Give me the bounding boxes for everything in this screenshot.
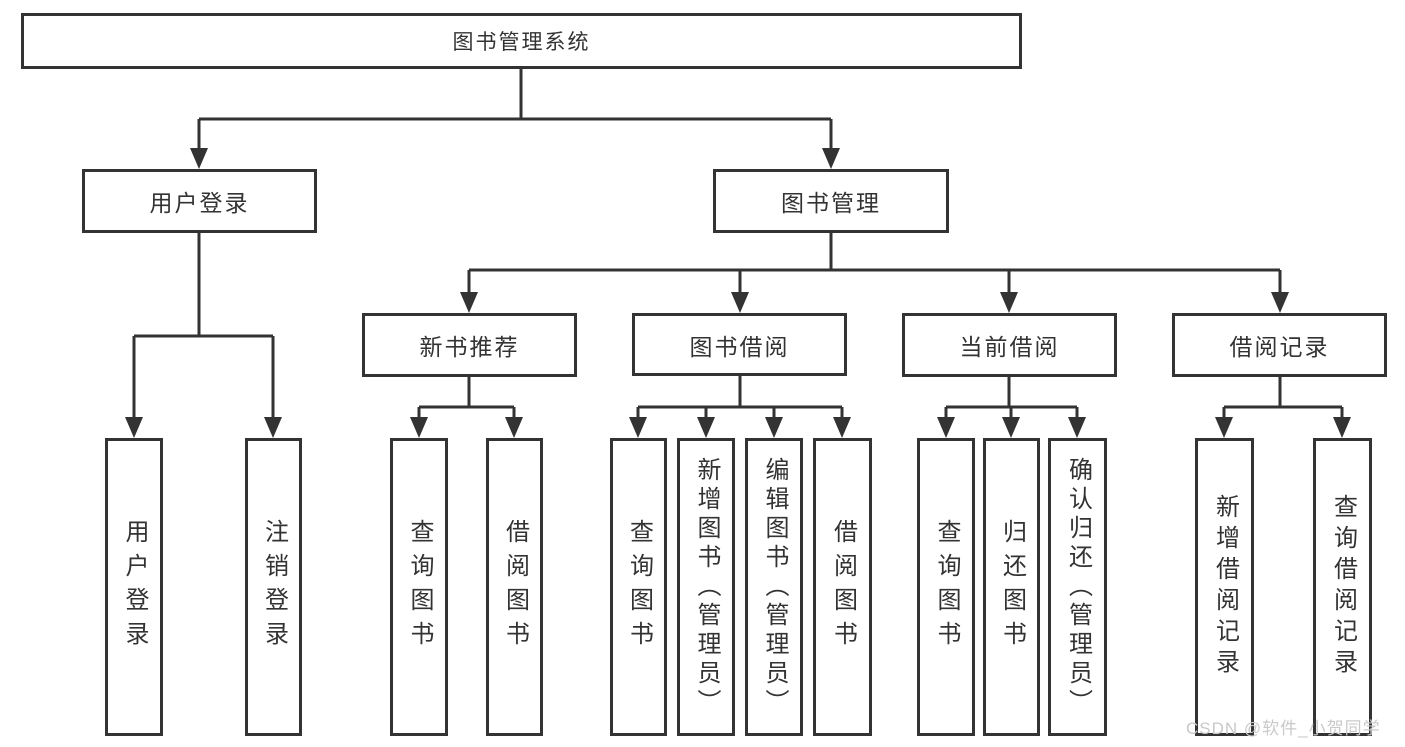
node-new-book-recommend: 新书推荐 <box>362 313 577 377</box>
node-borrowing-records: 借阅记录 <box>1172 313 1387 377</box>
leaf-records-query-borrow-record: 查询借阅记录 <box>1313 438 1372 736</box>
leaf-records-add-borrow-record: 新增借阅记录 <box>1195 438 1254 736</box>
arrowheads <box>125 148 1351 438</box>
leaf-borrow-edit-books-admin: 编辑图书（管理员） <box>745 438 803 736</box>
leaf-logout: 注销登录 <box>245 438 302 736</box>
leaf-newrec-borrow-books: 借阅图书 <box>486 438 543 736</box>
leaf-user-login: 用户登录 <box>105 438 163 736</box>
node-label: 查询图书 <box>406 519 433 655</box>
node-label: 新书推荐 <box>419 334 520 360</box>
node-label: 图书管理 <box>781 190 881 216</box>
node-label: 归还图书 <box>998 519 1026 655</box>
node-label: 新增图书（管理员） <box>693 456 720 718</box>
node-label: 借阅图书 <box>829 519 857 655</box>
node-label: 图书管理系统 <box>452 31 591 54</box>
leaf-borrow-add-books-admin: 新增图书（管理员） <box>677 438 735 736</box>
node-user-login-group: 用户登录 <box>82 169 317 233</box>
node-label: 查询图书 <box>625 519 653 655</box>
node-label: 查询图书 <box>933 519 960 655</box>
csdn-watermark: CSDN @软件_小贺同学 <box>1186 719 1381 738</box>
node-label: 借阅记录 <box>1229 334 1330 360</box>
node-label: 用户登录 <box>149 190 250 216</box>
node-book-management: 图书管理 <box>713 169 949 233</box>
node-label: 新增借阅记录 <box>1211 494 1239 680</box>
node-current-borrowing: 当前借阅 <box>902 313 1117 377</box>
leaf-current-query-books: 查询图书 <box>917 438 975 736</box>
leaf-borrow-query-books: 查询图书 <box>610 438 667 736</box>
node-book-borrowing: 图书借阅 <box>632 313 847 376</box>
node-label: 当前借阅 <box>959 334 1060 360</box>
node-label: 用户登录 <box>121 519 148 655</box>
leaf-borrow-borrow-books: 借阅图书 <box>813 438 872 736</box>
node-label: 编辑图书（管理员） <box>761 456 788 718</box>
node-library-management-system: 图书管理系统 <box>21 13 1022 69</box>
node-label: 查询借阅记录 <box>1329 494 1357 680</box>
node-label: 注销登录 <box>260 519 288 655</box>
node-label: 图书借阅 <box>689 333 790 360</box>
leaf-current-return-books: 归还图书 <box>983 438 1040 736</box>
node-label: 借阅图书 <box>501 519 529 655</box>
leaf-current-confirm-return-admin: 确认归还（管理员） <box>1048 438 1107 736</box>
node-label: 确认归还（管理员） <box>1064 456 1092 718</box>
leaf-newrec-query-books: 查询图书 <box>390 438 448 736</box>
